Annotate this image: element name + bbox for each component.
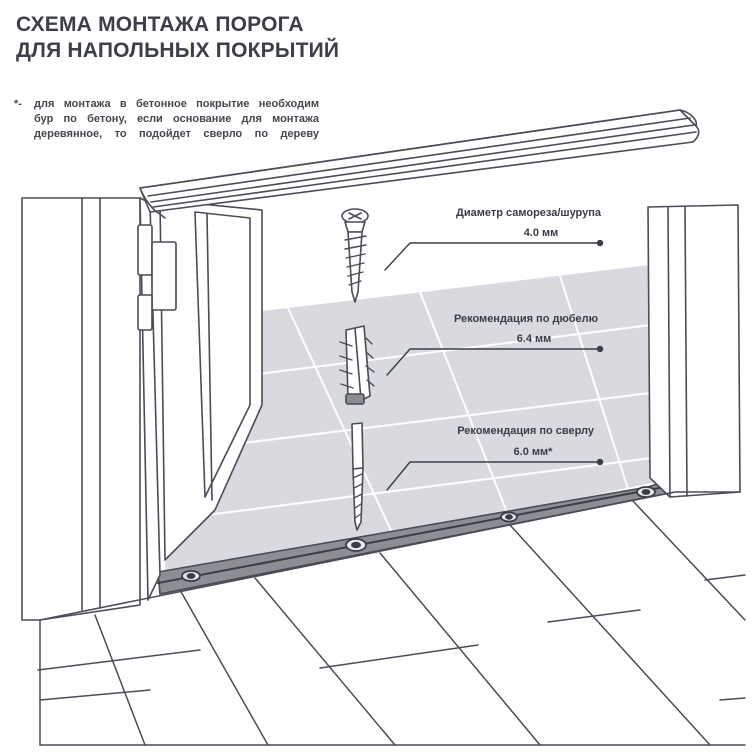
note-marker: *- xyxy=(14,98,22,110)
title-line-1: СХЕМА МОНТАЖА ПОРОГА xyxy=(16,13,304,36)
left-door-frame xyxy=(21,197,161,621)
screw-holes xyxy=(181,486,656,582)
threshold-profile xyxy=(139,109,700,219)
drill-note: *- для монтажа в бетонное покрытие необх… xyxy=(14,97,319,142)
drill-bit-illustration xyxy=(351,422,364,531)
title-line-2: ДЛЯ НАПОЛЬНЫХ ПОКРЫТИЙ xyxy=(16,39,340,62)
screw-label: Диаметр самореза/шурупа xyxy=(456,207,602,219)
dowel-value: 6.4 мм xyxy=(517,333,552,345)
dowel-illustration xyxy=(339,325,375,405)
screw-illustration xyxy=(341,208,369,303)
note-line-2: бур по бетону, если основание для монтаж… xyxy=(34,113,319,125)
note-line-3: деревянное, то подойдет сверло по дереву xyxy=(34,128,319,140)
note-line-1: для монтажа в бетонное покрытие необходи… xyxy=(34,98,319,110)
wooden-floor xyxy=(37,491,746,746)
callout-dot-drill xyxy=(596,458,604,466)
drill-label: Рекомендация по сверлу xyxy=(457,425,595,437)
screw-value: 4.0 мм xyxy=(524,227,559,239)
open-door xyxy=(159,199,263,561)
door-hinges xyxy=(137,224,177,331)
right-door-frame xyxy=(647,204,741,498)
callout-leaders xyxy=(384,242,601,491)
dowel-label: Рекомендация по дюбелю xyxy=(454,313,598,325)
drill-value: 6.0 мм* xyxy=(514,446,554,458)
callout-dot-screw xyxy=(596,239,604,247)
callout-dot-dowel xyxy=(596,345,604,353)
